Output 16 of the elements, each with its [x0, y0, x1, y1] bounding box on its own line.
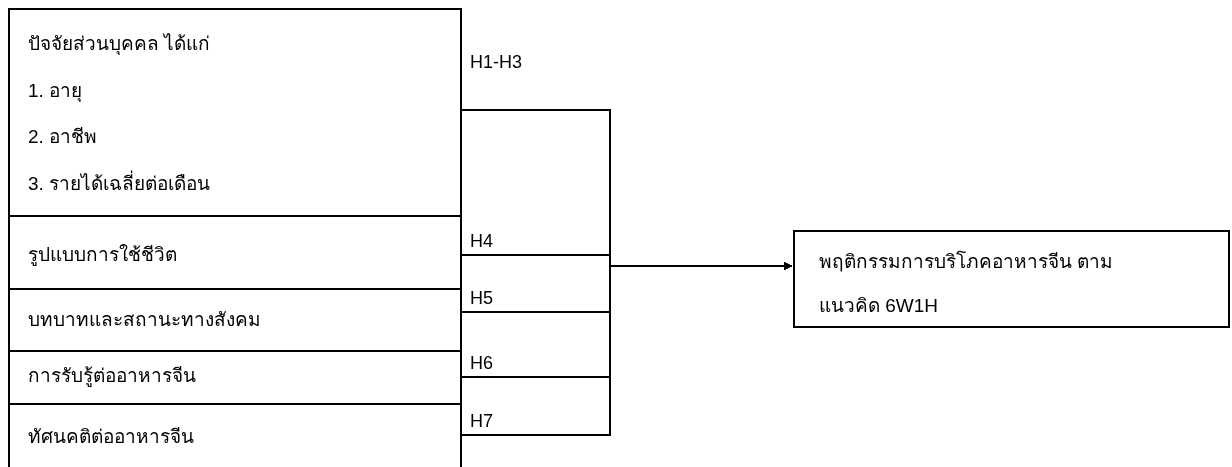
node-label: ทัศนคติต่ออาหารจีน [28, 425, 194, 449]
node-label: รูปแบบการใช้ชีวิต [28, 243, 177, 267]
list-item: 1. อายุ [28, 79, 83, 103]
heading: ปัจจัยส่วนบุคคล ได้แก่ [28, 32, 211, 56]
factor-box [8, 8, 462, 217]
node-label: พฤติกรรมการบริโภคอาหารจีน ตามแนวคิด 6W1H [819, 249, 1115, 318]
node-label: การรับรู้ต่ออาหารจีน [28, 364, 196, 388]
connector-arrow [461, 262, 793, 436]
factor-box [8, 215, 462, 290]
outcome-box [793, 230, 1230, 328]
list-item: 3. รายได้เฉลี่ยต่อเดือน [28, 172, 211, 196]
list-item: 2. อาชีพ [28, 125, 98, 149]
factor-box [8, 288, 462, 352]
factor-box [8, 350, 462, 405]
node-label: บทบาทและสถานะทางสังคม [28, 308, 261, 332]
factor-box [8, 403, 462, 467]
